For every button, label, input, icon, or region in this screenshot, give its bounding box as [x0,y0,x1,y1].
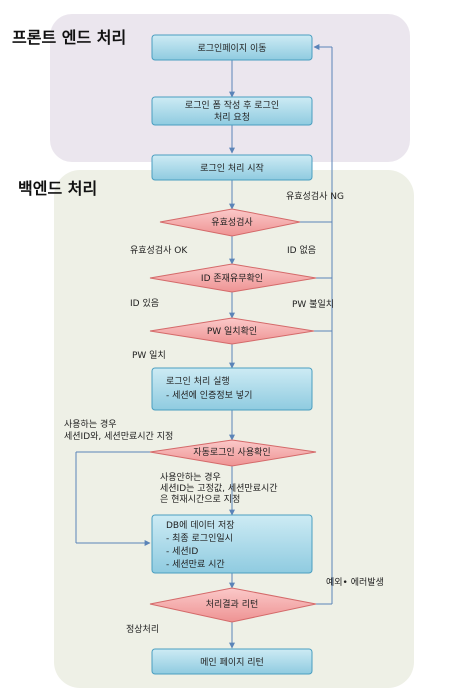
node-login-form-label-1: 로그인 폼 작성 후 로그인 [185,100,279,111]
decision-pw-match: PW 일치확인 [149,317,315,345]
node-login-exec-label-2: - 세션에 인증정보 넣기 [166,390,252,401]
label-id-exists: ID 있음 [130,297,159,309]
node-login-exec-label-1: 로그인 처리 실행 [166,375,230,387]
label-id-none: ID 없음 [287,245,316,256]
label-pw-mismatch: PW 불일치 [292,298,334,310]
label-notuse-3: 은 현재시간으로 지정 [160,494,240,505]
frontend-panel [50,14,410,162]
node-db-save-label-3: - 세션ID [166,546,198,557]
node-login-page-label: 로그인페이지 이동 [197,43,266,54]
backend-panel [54,170,414,688]
node-db-save-label-2: - 최종 로그인일시 [166,533,233,544]
decision-id-exists-label: ID 존재유무확인 [201,272,263,284]
node-login-start: 로그인 처리 시작 [151,154,313,181]
decision-id-exists: ID 존재유무확인 [149,263,317,293]
node-login-exec: 로그인 처리 실행 - 세션에 인증정보 넣기 [151,367,313,411]
label-use-1: 사용하는 경우 [64,418,117,430]
frontend-title: 프론트 엔드 처리 [12,28,126,47]
node-login-form-label-2: 처리 요청 [214,111,250,123]
decision-result: 처리결과 리턴 [149,587,317,623]
label-notuse-2: 세션ID는 고정값, 세션만료시간 [160,482,278,494]
decision-validation: 유효성검사 [159,208,301,237]
label-valid-ok: 유효성검사 OK [130,244,188,256]
node-main-return-label: 메인 페이지 리턴 [200,657,264,668]
main-connectors [75,44,333,649]
label-notuse-1: 사용안하는 경우 [160,471,221,483]
decision-result-label: 처리결과 리턴 [206,598,259,610]
backend-title: 백엔드 처리 [18,179,97,198]
label-pw-match: PW 일치 [132,349,166,361]
decision-pw-match-label: PW 일치확인 [207,325,257,337]
node-login-start-label: 로그인 처리 시작 [200,162,264,174]
decision-auto-login: 자동로그인 사용확인 [149,439,317,467]
node-db-save: DB에 데이터 저장 - 최종 로그인일시 - 세션ID - 세션만료 시간 [151,514,313,574]
node-login-page: 로그인페이지 이동 [151,34,313,61]
label-valid-ng: 유효성검사 NG [286,190,344,202]
node-db-save-label-1: DB에 데이터 저장 [166,520,235,531]
decision-validation-label: 유효성검사 [211,216,253,228]
node-db-save-label-4: - 세션만료 시간 [166,559,225,570]
node-main-return: 메인 페이지 리턴 [151,648,313,675]
label-use-2: 세션ID와, 세션만료시간 지정 [64,430,173,442]
node-login-form: 로그인 폼 작성 후 로그인 처리 요청 [151,96,313,126]
label-normal: 정상처리 [126,623,159,635]
decision-auto-login-label: 자동로그인 사용확인 [193,446,270,458]
label-error: 예외• 에러발생 [326,576,384,588]
